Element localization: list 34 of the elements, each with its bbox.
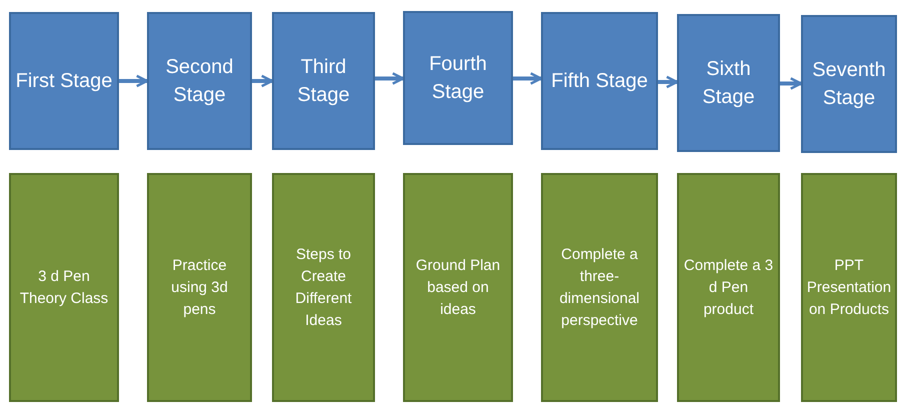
stage-box	[677, 14, 780, 152]
box-label: Practice using 3d pens	[170, 256, 229, 320]
activity-box	[147, 173, 252, 402]
box-label: Second Stage	[164, 55, 234, 108]
arrow	[252, 74, 274, 88]
box-label: Seventh Stage	[811, 58, 887, 111]
box-label: Steps to Create Different Ideas	[294, 244, 353, 330]
box-label: Fifth Stage	[551, 69, 648, 94]
activity-box	[541, 173, 658, 402]
stage-box	[541, 12, 658, 150]
arrow	[375, 72, 404, 85]
activity-box	[403, 173, 513, 402]
stage-box	[9, 12, 119, 150]
stage-box	[147, 12, 252, 150]
stage-box	[403, 11, 513, 145]
arrow	[119, 74, 148, 88]
box-label: Complete a three-dimensional perspective	[558, 244, 641, 330]
box-label: First Stage	[16, 69, 112, 94]
box-label: Sixth Stage	[701, 57, 756, 110]
box-label: 3 d Pen Theory Class	[18, 266, 110, 308]
arrow	[658, 76, 678, 88]
activity-box	[801, 173, 897, 402]
arrow	[513, 72, 542, 85]
stage-box	[272, 12, 375, 150]
box-label: Ground Plan based on ideas	[414, 256, 502, 320]
box-label: Third Stage	[296, 55, 351, 108]
box-label: Fourth Stage	[428, 52, 488, 105]
stage-box	[801, 15, 897, 153]
box-label: Complete a 3 d Pen product	[683, 256, 774, 320]
activity-box	[272, 173, 375, 402]
arrow	[780, 77, 802, 90]
activity-box	[9, 173, 119, 402]
box-label: PPT Presentation on Products	[806, 256, 892, 320]
activity-box	[677, 173, 780, 402]
